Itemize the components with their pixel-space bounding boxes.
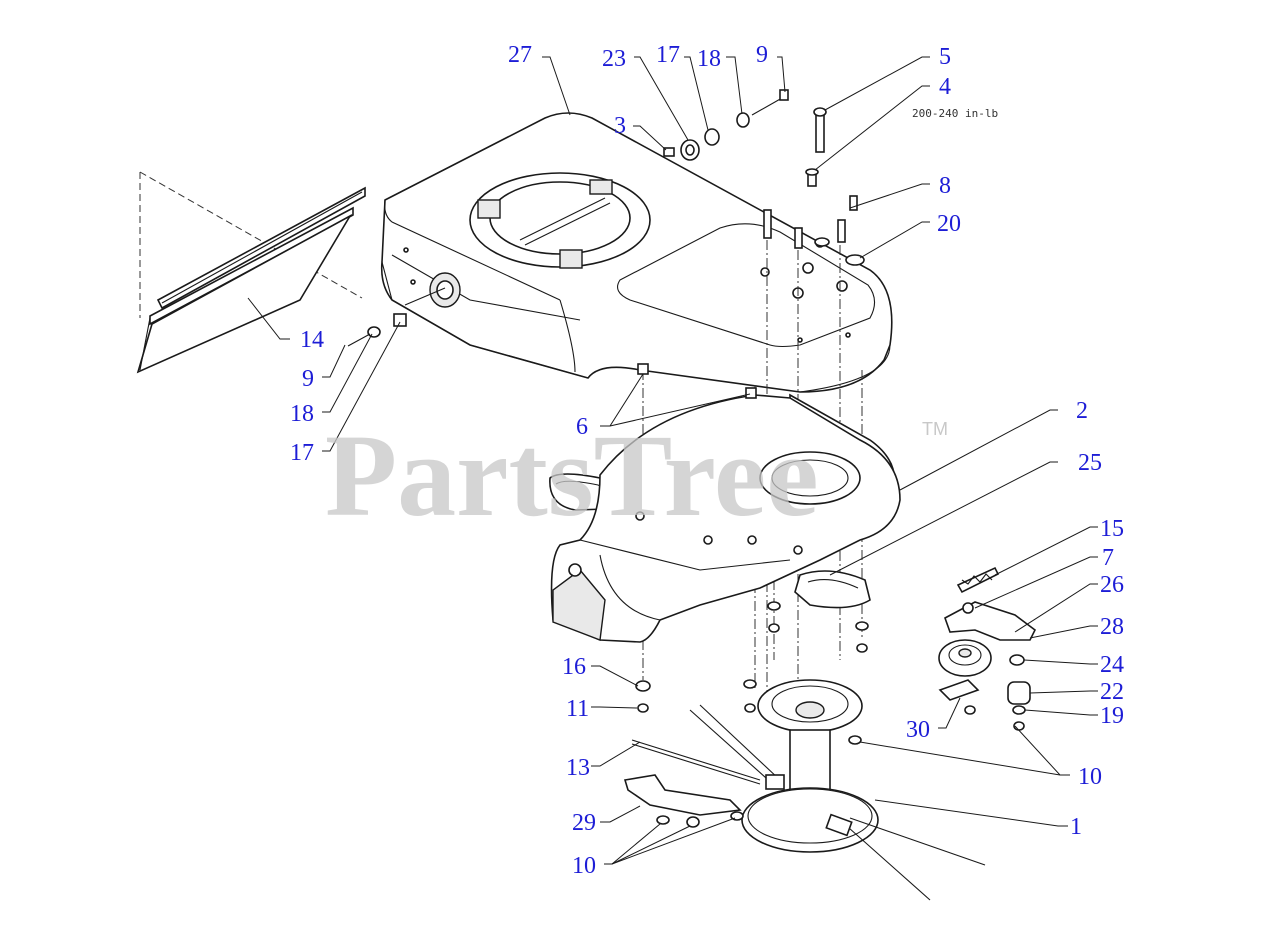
rod-and-bracket (623, 739, 761, 828)
callout-13: 13 (566, 755, 590, 781)
auger-gearbox (689, 679, 986, 901)
callout-30: 30 (906, 717, 930, 743)
callout-27: 27 (508, 42, 532, 68)
callout-16: 16 (562, 654, 586, 680)
deflector-panel (136, 171, 366, 374)
callout-26: 26 (1100, 572, 1124, 598)
torque-note: 200-240 in-lb (912, 107, 998, 120)
callout-6: 6 (576, 414, 588, 440)
callout-9-left: 9 (302, 366, 314, 392)
bolts-and-washers (763, 107, 865, 266)
callout-19: 19 (1100, 703, 1124, 729)
callout-18-left: 18 (290, 401, 314, 427)
callout-18-top: 18 (697, 46, 721, 72)
callout-17-left: 17 (290, 440, 314, 466)
callout-25: 25 (1078, 450, 1102, 476)
callout-28: 28 (1100, 614, 1124, 640)
callout-15: 15 (1100, 516, 1124, 542)
leader-lines (247, 56, 1098, 865)
callout-14: 14 (300, 327, 324, 353)
callout-24: 24 (1100, 652, 1124, 678)
spacers (347, 313, 757, 399)
callout-7: 7 (1102, 545, 1114, 571)
callout-2: 2 (1076, 398, 1088, 424)
washers-stack (635, 601, 869, 713)
callout-4: 4 (939, 74, 951, 100)
callout-8: 8 (939, 173, 951, 199)
idler-assembly (938, 566, 1037, 731)
top-hardware (663, 89, 789, 161)
callout-9-top: 9 (756, 42, 768, 68)
callout-1: 1 (1070, 814, 1082, 840)
upper-belt-cover (380, 112, 893, 393)
lower-deck (550, 394, 901, 643)
callout-labels: 27 23 17 18 9 5 4 3 8 20 14 9 18 17 6 2 … (290, 42, 1124, 879)
callout-11: 11 (566, 696, 589, 722)
callout-22: 22 (1100, 679, 1124, 705)
callout-23: 23 (602, 46, 626, 72)
trademark-mark: TM (922, 419, 948, 439)
callout-10-left: 10 (572, 853, 596, 879)
callout-5: 5 (939, 44, 951, 70)
callout-10-right: 10 (1078, 764, 1102, 790)
watermark: PartsTree (325, 410, 819, 541)
callout-29: 29 (572, 810, 596, 836)
callout-17-top: 17 (656, 42, 680, 68)
callout-3: 3 (614, 113, 626, 139)
callout-20: 20 (937, 211, 961, 237)
